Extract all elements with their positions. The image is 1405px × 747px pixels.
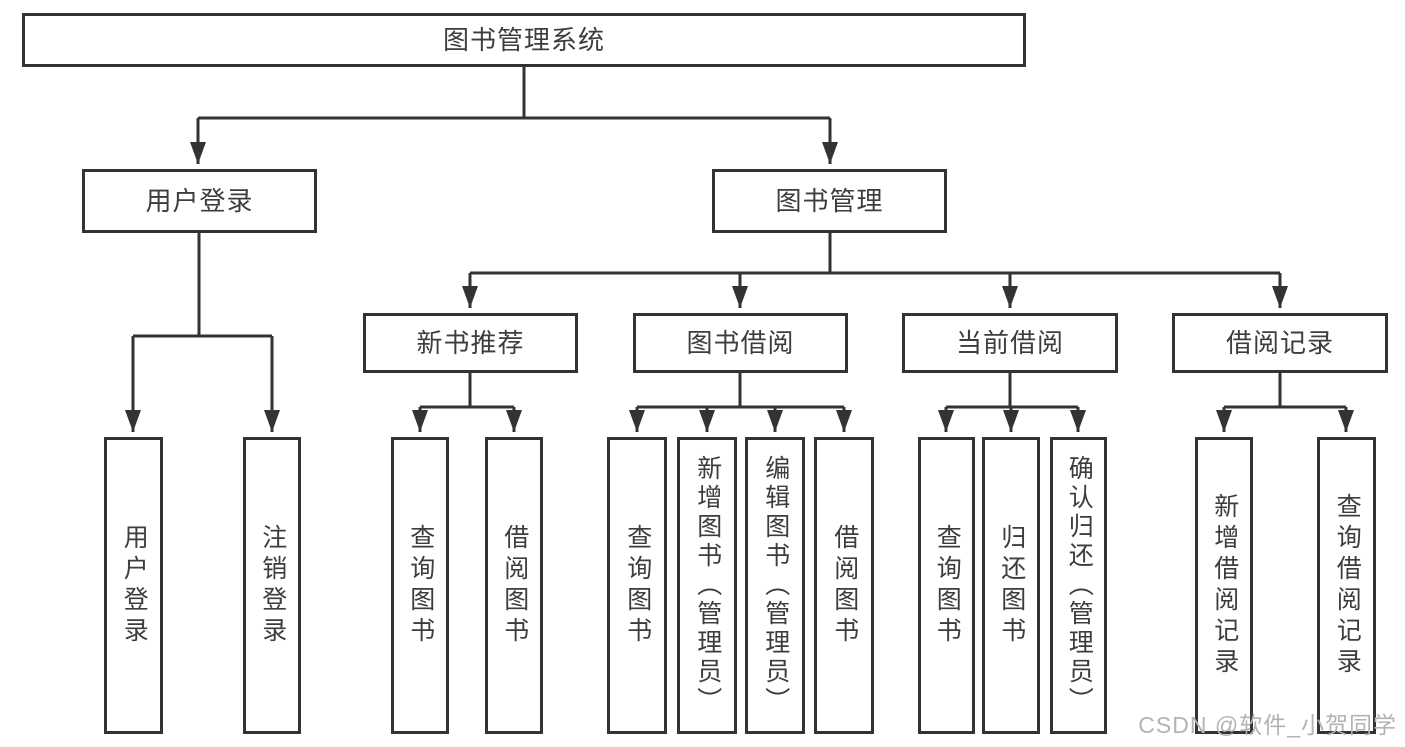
node-leaf-borrow-books-2: 借阅图书 — [814, 437, 874, 734]
node-book-borrow: 图书借阅 — [633, 313, 848, 373]
node-root-system: 图书管理系统 — [22, 13, 1026, 67]
node-leaf-borrow-books-1: 借阅图书 — [485, 437, 543, 734]
node-leaf-query-books-2: 查询图书 — [607, 437, 667, 734]
node-book-management-label: 图书管理 — [775, 186, 884, 216]
node-leaf-edit-book-admin-label: 编辑图书（管理员） — [761, 455, 790, 716]
node-leaf-query-books-3-label: 查询图书 — [933, 523, 962, 648]
node-borrow-records-label: 借阅记录 — [1225, 328, 1334, 358]
node-leaf-logout: 注销登录 — [243, 437, 301, 734]
node-leaf-borrow-books-1-label: 借阅图书 — [500, 523, 529, 648]
node-leaf-user-login-label: 用户登录 — [120, 523, 149, 648]
node-current-borrow-label: 当前借阅 — [955, 328, 1064, 358]
node-leaf-add-borrow-record: 新增借阅记录 — [1195, 437, 1253, 734]
node-leaf-borrow-books-2-label: 借阅图书 — [830, 523, 859, 648]
node-current-borrow: 当前借阅 — [902, 313, 1118, 373]
node-leaf-confirm-return-admin: 确认归还（管理员） — [1050, 437, 1107, 734]
node-leaf-add-book-admin-label: 新增图书（管理员） — [693, 455, 722, 716]
node-leaf-user-login: 用户登录 — [104, 437, 163, 734]
node-leaf-confirm-return-admin-label: 确认归还（管理员） — [1065, 455, 1094, 716]
node-leaf-query-books-1: 查询图书 — [391, 437, 449, 734]
node-leaf-return-book: 归还图书 — [982, 437, 1040, 734]
node-new-book-recommend-label: 新书推荐 — [416, 328, 525, 358]
node-leaf-return-book-label: 归还图书 — [997, 523, 1026, 648]
node-leaf-add-book-admin: 新增图书（管理员） — [677, 437, 737, 734]
node-user-login-group: 用户登录 — [82, 169, 317, 233]
node-leaf-query-books-3: 查询图书 — [918, 437, 975, 734]
node-leaf-query-borrow-record-label: 查询借阅记录 — [1333, 492, 1362, 679]
csdn-watermark: CSDN @软件_小贺同学 — [1138, 712, 1397, 738]
node-borrow-records: 借阅记录 — [1172, 313, 1388, 373]
node-leaf-query-books-1-label: 查询图书 — [406, 523, 435, 648]
node-leaf-query-borrow-record: 查询借阅记录 — [1317, 437, 1376, 734]
node-root-system-label: 图书管理系统 — [442, 25, 605, 55]
node-leaf-edit-book-admin: 编辑图书（管理员） — [745, 437, 805, 734]
node-new-book-recommend: 新书推荐 — [363, 313, 578, 373]
node-book-management: 图书管理 — [712, 169, 947, 233]
node-user-login-group-label: 用户登录 — [145, 186, 254, 216]
node-book-borrow-label: 图书借阅 — [686, 328, 795, 358]
node-leaf-logout-label: 注销登录 — [258, 523, 287, 648]
node-leaf-query-books-2-label: 查询图书 — [623, 523, 652, 648]
node-leaf-add-borrow-record-label: 新增借阅记录 — [1210, 492, 1239, 679]
